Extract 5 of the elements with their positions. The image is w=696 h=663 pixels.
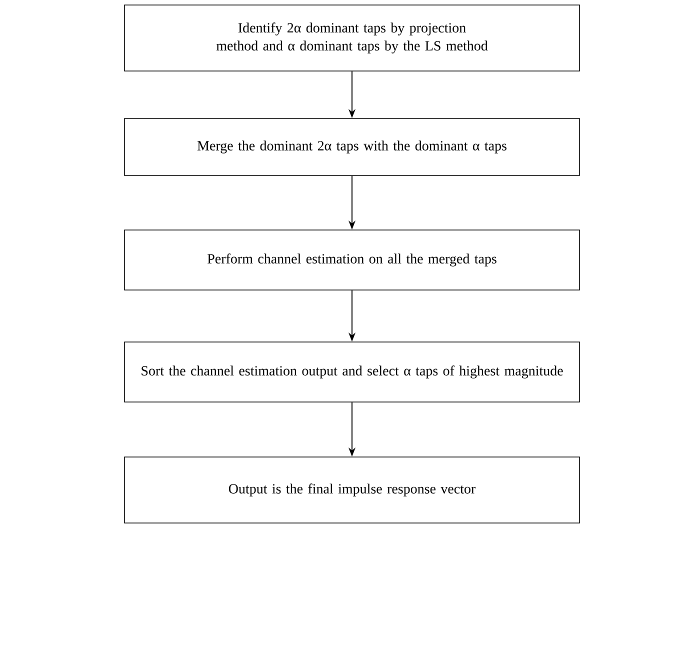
process-box: Sort the channel estimation output and select α taps of highest magnitude — [124, 342, 580, 402]
process-box: Merge the dominant 2α taps with the dominant α taps — [124, 118, 580, 176]
process-box: Identify 2α dominant taps by projection method and α dominant taps by the LS method — [124, 4, 580, 72]
process-box: Output is the final impulse response vector — [124, 456, 580, 524]
process-box: Perform channel estimation on all the merged taps — [124, 230, 580, 290]
